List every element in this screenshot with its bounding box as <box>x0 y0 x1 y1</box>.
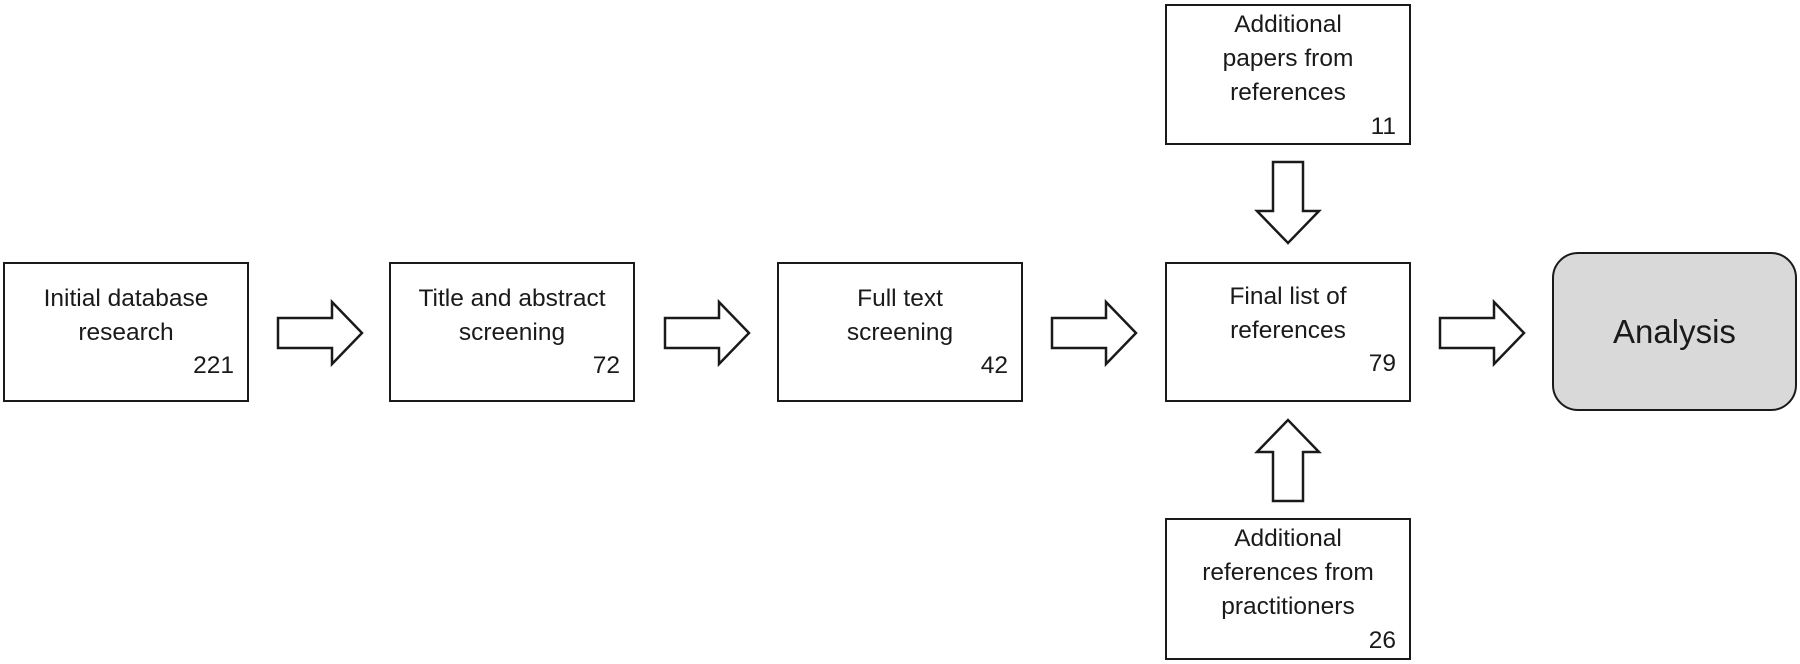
arrow-right-4 <box>1438 298 1526 368</box>
additional-papers-count: 11 <box>1370 113 1396 140</box>
arrow-up <box>1254 418 1322 503</box>
final-list-box: Final list of references 79 <box>1165 262 1411 402</box>
arrow-right-3 <box>1050 298 1138 368</box>
additional-practitioners-box: Additional references from practitioners… <box>1165 518 1411 660</box>
additional-papers-box: Additional papers from references 11 <box>1165 4 1411 145</box>
full-text-screening-label: Full text screening <box>846 285 954 346</box>
initial-database-research-count: 221 <box>193 352 234 379</box>
additional-practitioners-count: 26 <box>1368 627 1396 654</box>
additional-practitioners-label: Additional references from practitioners <box>1202 525 1374 620</box>
final-list-label: Final list of references <box>1229 283 1347 344</box>
final-list-count: 79 <box>1368 350 1396 377</box>
initial-database-research-box: Initial database research 221 <box>3 262 249 402</box>
title-abstract-screening-label: Title and abstract screening <box>418 285 606 346</box>
full-text-screening-count: 42 <box>980 352 1008 379</box>
arrow-right-2 <box>663 298 751 368</box>
full-text-screening-box: Full text screening 42 <box>777 262 1023 402</box>
analysis-box: Analysis <box>1552 252 1797 411</box>
title-abstract-screening-count: 72 <box>592 352 620 379</box>
arrow-right-1 <box>276 298 364 368</box>
title-abstract-screening-box: Title and abstract screening 72 <box>389 262 635 402</box>
arrow-down <box>1254 160 1322 245</box>
initial-database-research-label: Initial database research <box>43 285 209 346</box>
additional-papers-label: Additional papers from references <box>1222 11 1354 106</box>
